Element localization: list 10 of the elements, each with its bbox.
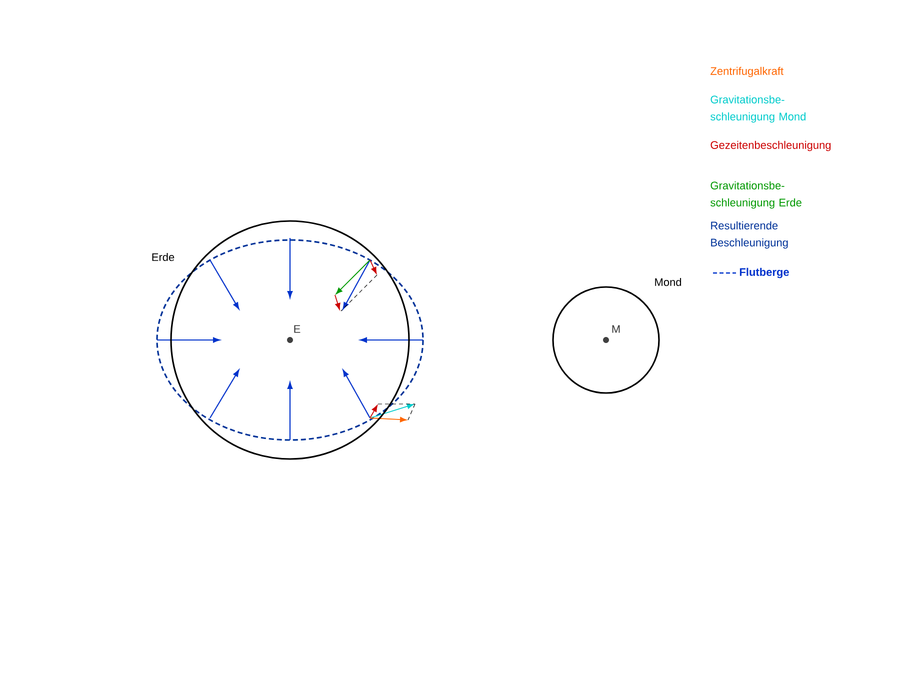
center-label: M [612, 325, 620, 333]
body-label: Mond [655, 278, 682, 286]
legend-entry: Gezeitenbeschleunigung [710, 140, 831, 152]
center-label: E [294, 325, 300, 333]
legend-entry: Gravitationsbe- schleunigung Erde [710, 181, 802, 209]
legend-entry: Zentrifugalkraft [710, 66, 784, 78]
legend-entry: Resultierende Beschleunigung [711, 221, 788, 249]
legend-entry: Gravitationsbe- schleunigung Mond [710, 95, 806, 123]
body-label: Erde [152, 252, 174, 262]
legend-entry: Flutberge [740, 268, 789, 278]
